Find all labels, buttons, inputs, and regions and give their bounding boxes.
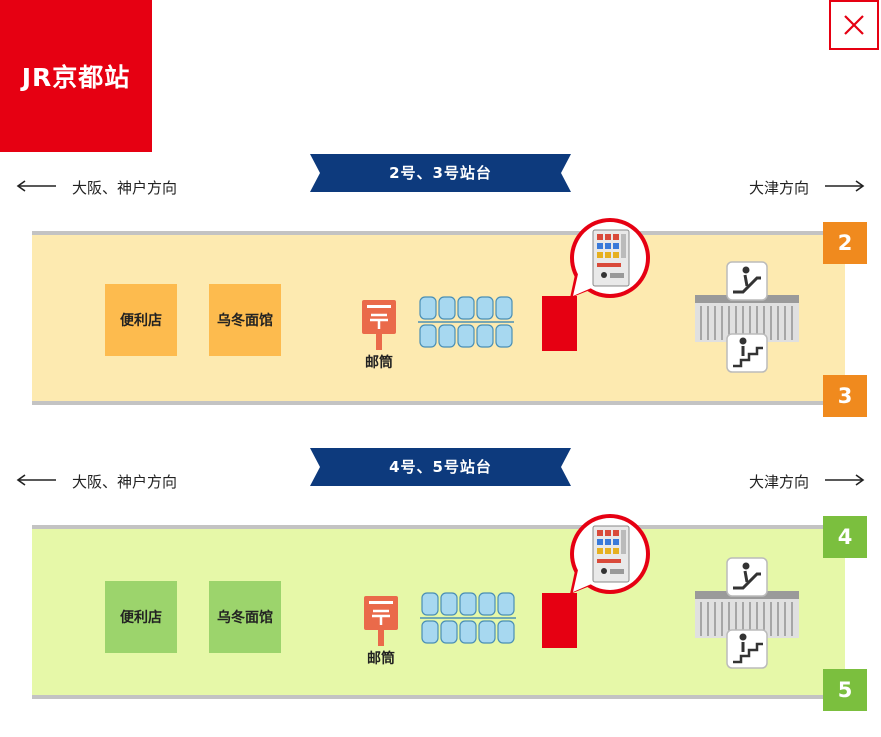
escalator-stairs-icon [695,556,799,672]
mailbox-label: 邮筒 [367,651,395,667]
mailbox-icon [361,594,401,656]
direction-right: 大津方向 [749,470,865,492]
arrow-left-icon [16,178,56,196]
platform-title: 4号、5号站台 [389,458,492,476]
close-button[interactable] [829,0,879,50]
convenience-store: 便利店 [105,284,177,356]
direction-left-label: 大阪、神户方向 [72,178,178,197]
udon-restaurant: 乌冬面馆 [209,284,281,356]
platform-title-banner: 4号、5号站台 [310,448,571,486]
track-number-bottom: 5 [823,669,867,711]
track-number-bottom: 3 [823,375,867,417]
arrow-right-icon [825,178,865,196]
direction-right-label: 大津方向 [748,178,809,197]
vending-machine-callout-icon [558,216,654,312]
track-number-top: 2 [823,222,867,264]
track-number-top: 4 [823,516,867,558]
seats-icon [418,294,514,350]
vending-machine-location [542,296,577,351]
mailbox-icon [359,298,399,360]
platform-title-banner: 2号、3号站台 [310,154,571,192]
station-name-tag: JR京都站 [0,0,152,152]
direction-right-label: 大津方向 [748,472,809,491]
platform-section-2-3: 2号、3号站台 大阪、神户方向 大津方向 2 3 便利店 乌冬面馆 邮筒 [0,154,881,424]
seats-icon [420,590,516,646]
udon-restaurant: 乌冬面馆 [209,581,281,653]
platform-section-4-5: 4号、5号站台 大阪、神户方向 大津方向 4 5 便利店 乌冬面馆 邮筒 [0,448,881,718]
direction-left: 大阪、神户方向 [16,176,177,198]
direction-left-label: 大阪、神户方向 [72,472,178,491]
platform-title: 2号、3号站台 [389,164,492,182]
arrow-left-icon [16,472,56,490]
vending-machine-callout-icon [558,512,654,608]
vending-machine-location [542,593,577,648]
convenience-store: 便利店 [105,581,177,653]
station-name: JR京都站 [21,63,131,92]
escalator-stairs-icon [695,260,799,376]
arrow-right-icon [825,472,865,490]
direction-right: 大津方向 [749,176,865,198]
mailbox-label: 邮筒 [365,355,393,371]
direction-left: 大阪、神户方向 [16,470,177,492]
